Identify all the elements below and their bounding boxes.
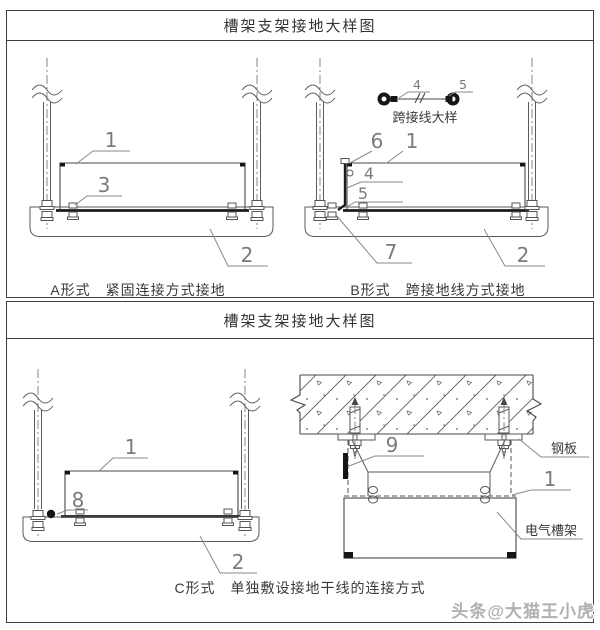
support-channel — [29, 206, 274, 237]
part-number-support: 2 — [517, 243, 530, 267]
part-number-ground-bar: 9 — [386, 433, 399, 457]
rod-nut-icon — [249, 200, 265, 221]
detail-c-caption: C形式 单独敷设接地干线的连接方式 — [174, 580, 425, 596]
cable-tray-label: 电气槽架 — [525, 523, 577, 538]
cable-tray — [343, 162, 529, 212]
watermark: 头条@大猫王小虎 — [451, 602, 595, 621]
part-number-tray: 1 — [125, 435, 138, 459]
steel-plate — [484, 433, 523, 441]
jumper-lug-number: 4 — [413, 77, 421, 92]
part-number-bolt: 3 — [98, 173, 111, 197]
break-mark-icon — [414, 92, 426, 104]
ground-bolt-icon — [326, 202, 338, 220]
rod-nut-icon — [39, 200, 55, 221]
part-number-tray: 1 — [544, 467, 557, 491]
leader-bolt: 7 — [335, 214, 412, 264]
cable-lug-icon — [377, 92, 391, 106]
rod-nut-icon — [237, 510, 253, 531]
sheet-title: 槽架支架接地大样图 — [7, 11, 593, 41]
detail-c-right: 9 钢板 1 电气槽架 — [289, 374, 589, 559]
detail-sheet-bottom: 槽架支架接地大样图 1 8 — [6, 301, 594, 623]
leader-support: 2 — [199, 535, 257, 574]
leader-ground-wire: 8 — [56, 488, 88, 515]
cable-tray — [61, 470, 242, 518]
sheet-title: 槽架支架接地大样图 — [7, 302, 593, 339]
detail-sheet-top: 槽架支架接地大样图 — [6, 10, 594, 298]
leader-tray: 1 — [385, 129, 419, 164]
part-number-bolt: 7 — [385, 240, 398, 264]
leader-tray: 1 — [98, 435, 148, 472]
leader-wire: 5 — [345, 184, 403, 208]
leader-lug: 4 — [346, 164, 403, 189]
support-channel — [304, 206, 549, 237]
detail-a-caption: A形式 紧固连接方式接地 — [50, 282, 225, 297]
leader-support: 2 — [209, 228, 268, 267]
tray-bolt-icon — [480, 486, 490, 504]
part-number-support: 2 — [241, 243, 254, 267]
leader-tray: 1 — [511, 467, 571, 496]
detail-b-caption: B形式 跨接地线方式接地 — [350, 282, 525, 297]
rod-nut-icon — [312, 200, 328, 221]
leader-clamp: 6 — [348, 129, 384, 164]
steel-plate-label: 钢板 — [551, 441, 577, 456]
detail-a: 1 3 2 A形式 紧固连接方式接地 — [29, 57, 274, 297]
rod-nut-icon — [30, 510, 46, 531]
part-number-tray: 1 — [406, 129, 419, 153]
ground-busbar-icon — [343, 453, 348, 479]
leader-tray: 1 — [75, 128, 130, 165]
part-number-wire: 5 — [358, 184, 368, 203]
ground-wire-dot-icon — [46, 509, 56, 519]
part-number-clamp: 6 — [371, 129, 384, 153]
leader-cable-tray: 电气槽架 — [496, 511, 583, 540]
leader-support: 2 — [483, 228, 545, 267]
jumper-ground-wire — [337, 158, 354, 211]
jumper-wire-detail: 4 5 跨接线大样 — [377, 77, 473, 125]
part-number-lug: 4 — [364, 164, 374, 183]
part-number-tray: 1 — [105, 128, 118, 152]
electrical-tray-box — [343, 497, 517, 559]
support-channel — [22, 516, 260, 542]
leader-bolt: 3 — [74, 173, 122, 206]
jumper-wire-number: 5 — [459, 77, 467, 92]
leader-ground-bar: 9 — [348, 433, 424, 467]
part-number-support: 2 — [232, 550, 245, 574]
leader-steel-plate: 钢板 — [518, 438, 589, 458]
part-number-ground-wire: 8 — [72, 488, 85, 512]
cable-tray — [56, 162, 249, 212]
grounding-detail-c-drawing: 1 8 2 — [22, 368, 589, 596]
detail-c-left: 1 8 2 — [22, 368, 261, 574]
grounding-details-a-b-drawing: 1 3 2 A形式 紧固连接方式接地 — [29, 57, 549, 297]
jumper-detail-caption: 跨接线大样 — [392, 110, 457, 125]
tray-bolt-icon — [368, 486, 378, 504]
detail-b: 4 5 跨接线大样 6 1 4 5 7 — [304, 57, 549, 297]
